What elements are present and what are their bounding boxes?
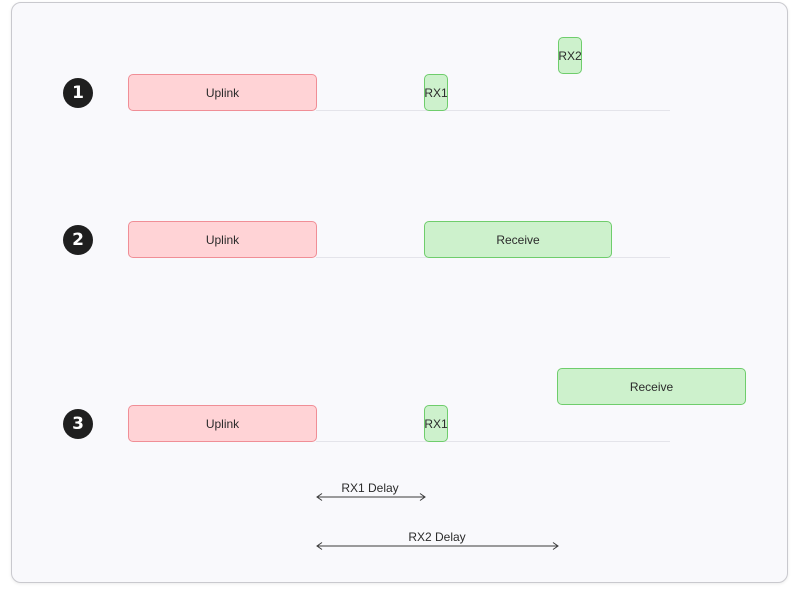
row-1-number-badge: 1	[63, 78, 93, 108]
row-3-receive-box: Receive	[557, 368, 746, 405]
rx1-delay-arrow	[316, 493, 426, 501]
rx2-delay-arrow	[316, 542, 559, 550]
row-1-timeline	[316, 110, 670, 111]
row-2-number-badge: 2	[63, 225, 93, 255]
row-3-rx1-window: RX1	[424, 405, 448, 442]
row-3-uplink-box: Uplink	[128, 405, 317, 442]
row-1-rx1-window: RX1	[424, 74, 448, 111]
rx1-delay-label: RX1 Delay	[341, 481, 399, 495]
row-3-timeline	[316, 441, 670, 442]
row-2-receive-box: Receive	[424, 221, 612, 258]
row-2-uplink-box: Uplink	[128, 221, 317, 258]
row-1-rx2-window: RX2	[558, 37, 582, 74]
rx2-delay-label: RX2 Delay	[408, 530, 466, 544]
row-3-number-badge: 3	[63, 409, 93, 439]
row-1-uplink-box: Uplink	[128, 74, 317, 111]
